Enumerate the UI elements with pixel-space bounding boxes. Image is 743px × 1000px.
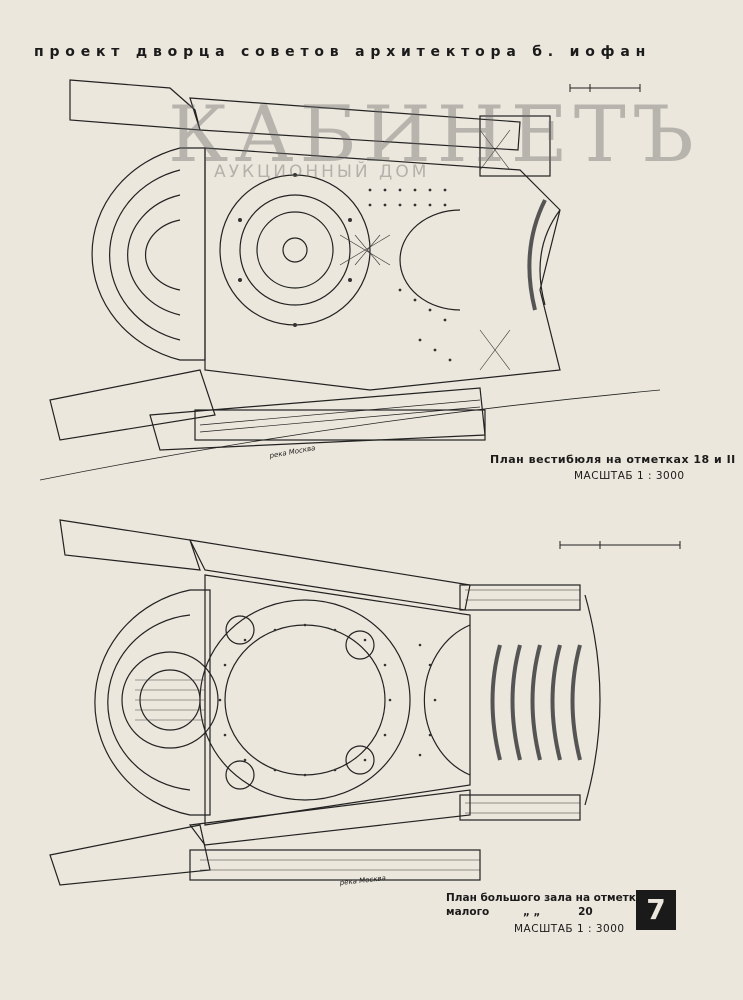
plan2-caption-line1: План большого зала на отметке 30 xyxy=(446,892,662,904)
plan2-caption-line2-right: 20 xyxy=(578,906,593,918)
watermark: КАБИНЕТЪ xyxy=(168,90,700,180)
plan2-caption: План большого зала на отметке 30 малого … xyxy=(446,891,661,919)
great-hall-floor-plan: река Москва xyxy=(49,519,681,887)
plan1-scale: МАСШТАБ 1 : 3000 xyxy=(574,470,685,482)
plan1-caption: План вестибюля на отметках 18 и II xyxy=(490,453,736,466)
plan2-caption-line2: малого „ „ 20 xyxy=(446,905,661,919)
river-label: река Москва xyxy=(338,874,386,887)
watermark-subtitle: АУКЦИОННЫЙ ДОМ xyxy=(214,162,430,182)
vestibule-floor-plan: река Москва xyxy=(40,79,661,481)
plan2-scale: МАСШТАБ 1 : 3000 xyxy=(514,923,625,935)
page-number: 7 xyxy=(636,890,676,930)
river-label: река Москва xyxy=(268,444,316,460)
plan2-caption-line2-mid: „ „ xyxy=(522,906,541,918)
page-title: проект дворца советов архитектора б. иоф… xyxy=(34,44,652,60)
plan2-caption-line2-left: малого xyxy=(446,906,490,918)
